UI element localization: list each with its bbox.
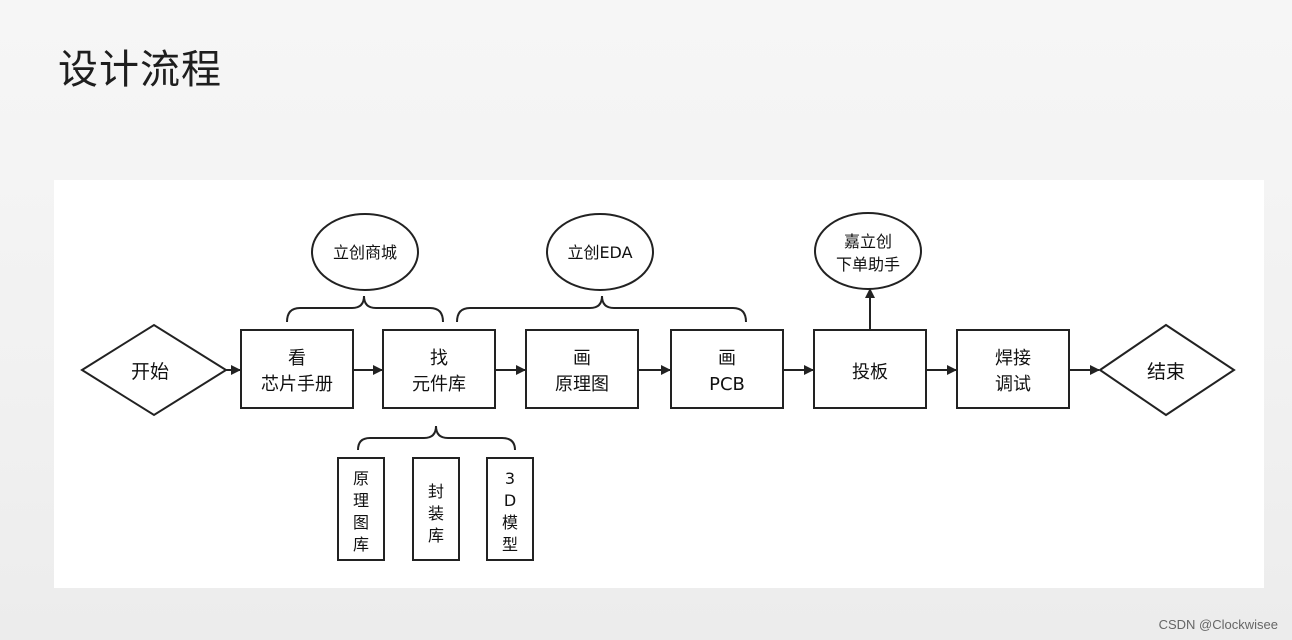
- braces: [286, 295, 747, 451]
- step-fabrication: 投板: [813, 329, 927, 409]
- step-datasheet: 看 芯片手册: [240, 329, 354, 409]
- step-label: 调试: [995, 374, 1031, 395]
- step-schematic: 画 原理图: [525, 329, 639, 409]
- watermark: CSDN @Clockwisee: [1158, 617, 1278, 632]
- page-title: 设计流程: [58, 47, 222, 93]
- tool-label: 立创EDA: [567, 243, 632, 262]
- part-char: 图: [353, 513, 369, 532]
- tool-jlc: 嘉立创 下单助手: [814, 212, 922, 290]
- start-node: 开始: [80, 323, 228, 417]
- step-label: 元件库: [412, 374, 466, 395]
- tool-eda: 立创EDA: [546, 213, 654, 291]
- step-library: 找 元件库: [382, 329, 496, 409]
- tool-label: 下单助手: [836, 255, 900, 274]
- part-char: 模: [502, 513, 518, 532]
- step-label: 找: [430, 348, 448, 369]
- part-3d-model: 3 D 模 型: [486, 457, 534, 561]
- step-pcb: 画 PCB: [670, 329, 784, 409]
- step-label: 焊接: [995, 348, 1031, 369]
- step-label: 画: [573, 348, 591, 369]
- part-char: 库: [353, 535, 369, 554]
- tool-label: 嘉立创: [844, 232, 892, 251]
- flow-diagram: 开始 看 芯片手册 找 元件库 画 原理图 画 PCB 投板 焊: [80, 212, 1236, 561]
- brace-parts: [357, 425, 516, 451]
- part-char: 封: [428, 482, 444, 501]
- part-schematic-lib: 原 理 图 库: [337, 457, 385, 561]
- part-char: 库: [428, 526, 444, 545]
- part-footprint-lib: 封 装 库: [412, 457, 460, 561]
- step-label: 画: [718, 348, 736, 369]
- end-label: 结束: [1147, 361, 1185, 383]
- part-char: D: [504, 491, 516, 510]
- step-label: 原理图: [555, 374, 609, 395]
- flow-arrows: [226, 288, 1100, 375]
- step-label: 看: [288, 348, 306, 369]
- start-label: 开始: [131, 361, 169, 383]
- end-node: 结束: [1098, 323, 1236, 417]
- part-char: 型: [502, 535, 518, 554]
- brace-mall: [286, 295, 444, 323]
- step-label: 投板: [852, 362, 888, 383]
- tool-label: 立创商城: [333, 243, 397, 262]
- step-label: PCB: [709, 374, 745, 395]
- part-char: 原: [353, 469, 369, 488]
- part-char: 装: [428, 504, 444, 523]
- part-char: 理: [353, 491, 369, 510]
- step-debug: 焊接 调试: [956, 329, 1070, 409]
- diagram-panel: 开始 看 芯片手册 找 元件库 画 原理图 画 PCB 投板 焊: [54, 180, 1264, 588]
- tool-mall: 立创商城: [311, 213, 419, 291]
- brace-eda: [456, 295, 747, 323]
- step-label: 芯片手册: [261, 374, 333, 395]
- part-char: 3: [505, 469, 515, 488]
